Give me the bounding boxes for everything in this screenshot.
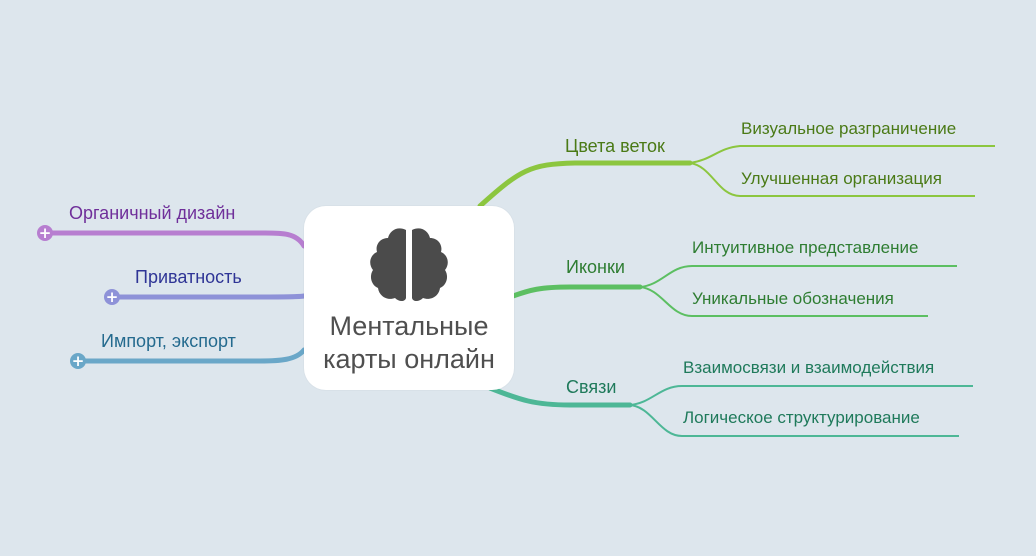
expand-privacy-button[interactable]: + <box>104 288 120 306</box>
connector-icons-child-1 <box>639 265 957 288</box>
topic-icons[interactable]: Иконки <box>566 257 625 277</box>
subtopic-unique-notations[interactable]: Уникальные обозначения <box>692 289 894 308</box>
connector-import <box>75 347 307 364</box>
connector-colors-child-1 <box>689 145 995 164</box>
topic-branch-colors[interactable]: Цвета веток <box>565 136 665 156</box>
connector-links-main <box>487 385 633 408</box>
subtopic-logical-structuring[interactable]: Логическое структурирование <box>683 408 920 427</box>
subtopic-visual-separation[interactable]: Визуальное разграничение <box>741 119 957 138</box>
central-title-line-2: карты онлайн <box>323 344 495 374</box>
connector-links-child-2 <box>629 404 959 437</box>
connector-design <box>42 230 307 249</box>
connector-icons-main <box>510 284 643 299</box>
central-topic-title: Ментальные карты онлайн <box>304 310 514 376</box>
subtopic-intuitive-representation[interactable]: Интуитивное представление <box>692 238 919 257</box>
topic-privacy[interactable]: Приватность <box>135 267 242 287</box>
connector-colors-main <box>477 160 693 209</box>
expand-import-export-button[interactable]: + <box>70 352 86 370</box>
subtopic-improved-organization[interactable]: Улучшенная организация <box>741 169 942 188</box>
connector-links-child-1 <box>629 385 973 406</box>
topic-links[interactable]: Связи <box>566 377 617 397</box>
expand-organic-design-button[interactable]: + <box>37 224 53 242</box>
central-title-line-1: Ментальные <box>329 311 489 341</box>
connector-icons-child-2 <box>639 286 928 317</box>
central-topic-node[interactable]: Ментальные карты онлайн <box>304 206 514 390</box>
connector-colors-child-2 <box>689 162 975 197</box>
connector-privacy <box>109 293 307 300</box>
topic-import-export[interactable]: Импорт, экспорт <box>101 331 236 351</box>
subtopic-interrelations[interactable]: Взаимосвязи и взаимодействия <box>683 358 935 377</box>
brain-icon <box>370 228 448 301</box>
topic-organic-design[interactable]: Органичный дизайн <box>69 203 236 223</box>
